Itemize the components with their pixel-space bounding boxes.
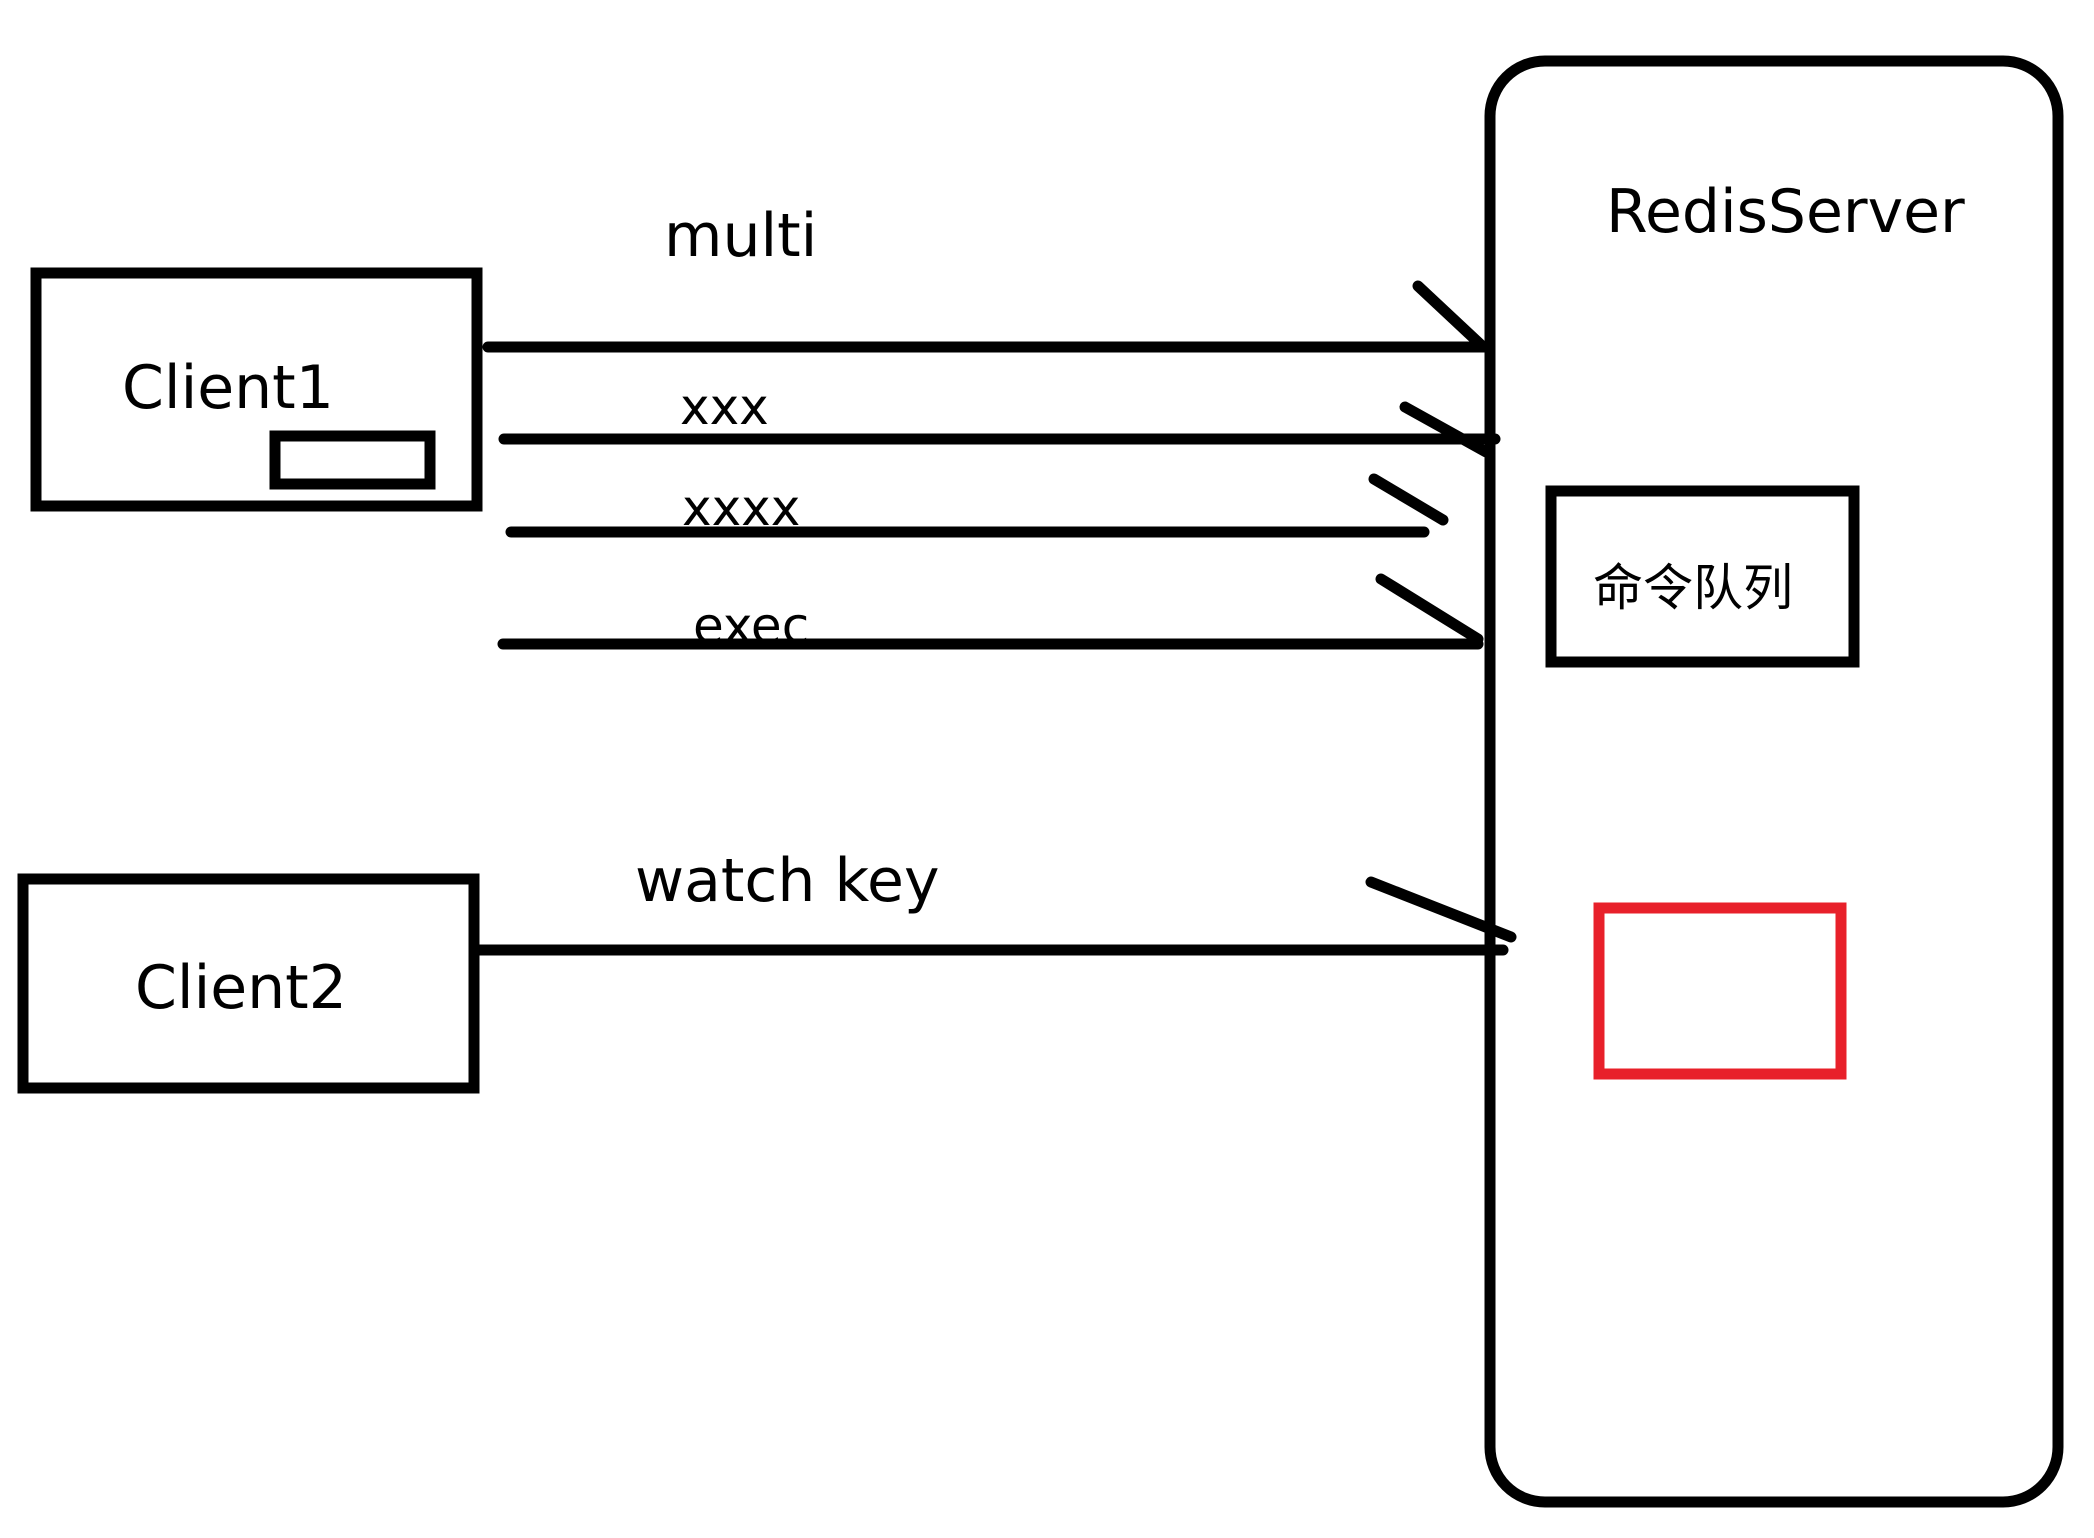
edge-multi-label: multi xyxy=(664,201,817,271)
edge-xxxx: xxxx xyxy=(505,473,1449,538)
edge-xxx-label: xxx xyxy=(680,378,769,436)
edge-watch-key-label: watch key xyxy=(635,846,939,916)
edge-xxx: xxx xyxy=(498,378,1501,458)
edge-multi-arrowhead xyxy=(1412,280,1486,350)
edge-multi: multi xyxy=(482,201,1492,353)
edge-exec-arrowhead xyxy=(1375,573,1484,645)
server-label: RedisServer xyxy=(1606,177,1965,247)
client1-box xyxy=(30,267,483,512)
edge-watch-key: watch key xyxy=(470,846,1517,956)
edge-xxxx-arrowhead xyxy=(1368,473,1449,526)
command-queue-box xyxy=(1545,485,1860,668)
client1-node: Client1 xyxy=(30,267,483,512)
edge-xxx-arrowhead xyxy=(1399,401,1492,458)
edge-exec: exec xyxy=(497,573,1484,680)
client1-label: Client1 xyxy=(122,353,334,423)
client2-node: Client2 xyxy=(17,873,480,1094)
command-queue-label: 命令队列 xyxy=(1593,559,1793,617)
client2-box xyxy=(17,873,480,1094)
server-box xyxy=(1484,55,2064,1508)
edge-exec-label-mask xyxy=(680,650,840,680)
client2-label: Client2 xyxy=(135,953,347,1023)
client1-queue-box xyxy=(269,430,436,490)
watched-key-box xyxy=(1593,902,1847,1080)
edge-xxxx-label: xxxx xyxy=(682,479,800,537)
edge-watch-key-arrowhead xyxy=(1365,876,1517,943)
server-node: RedisServer 命令队列 xyxy=(1484,55,2064,1508)
